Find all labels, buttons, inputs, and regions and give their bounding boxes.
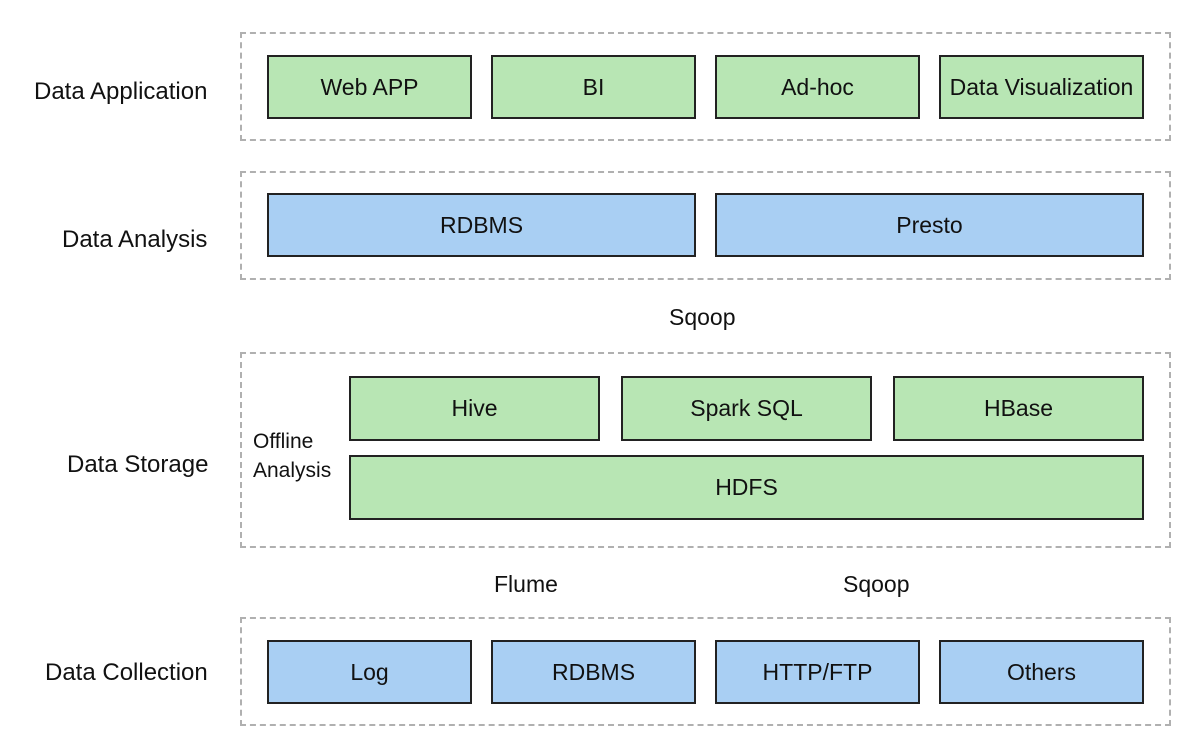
layer-label-data-analysis: Data Analysis: [62, 226, 208, 253]
sublabel-analysis: Analysis: [253, 459, 332, 482]
layer-label-data-application: Data Application: [34, 78, 208, 105]
flow-label-sqoop-collection: Sqoop: [843, 571, 910, 597]
box-bi: BI: [491, 55, 696, 119]
flow-label-flume: Flume: [494, 571, 558, 597]
box-others: Others: [939, 640, 1144, 704]
layer-data-collection: [240, 617, 1171, 726]
box-presto: Presto: [715, 193, 1144, 257]
box-hdfs: HDFS: [349, 455, 1144, 520]
box-log: Log: [267, 640, 472, 704]
layer-data-application: [240, 32, 1171, 141]
box-http-ftp: HTTP/FTP: [715, 640, 920, 704]
box-spark-sql: Spark SQL: [621, 376, 872, 441]
box-web-app: Web APP: [267, 55, 472, 119]
layer-data-analysis: [240, 171, 1171, 280]
box-rdbms-collection: RDBMS: [491, 640, 696, 704]
box-data-visualization: Data Visualization: [939, 55, 1144, 119]
layer-label-data-collection: Data Collection: [45, 659, 208, 686]
layer-data-storage: [240, 352, 1171, 548]
flow-label-sqoop-analysis: Sqoop: [669, 304, 736, 330]
sublabel-offline: Offline: [253, 430, 314, 453]
box-rdbms-analysis: RDBMS: [267, 193, 696, 257]
layer-label-data-storage: Data Storage: [67, 451, 209, 478]
box-hbase: HBase: [893, 376, 1144, 441]
box-ad-hoc: Ad-hoc: [715, 55, 920, 119]
box-hive: Hive: [349, 376, 600, 441]
